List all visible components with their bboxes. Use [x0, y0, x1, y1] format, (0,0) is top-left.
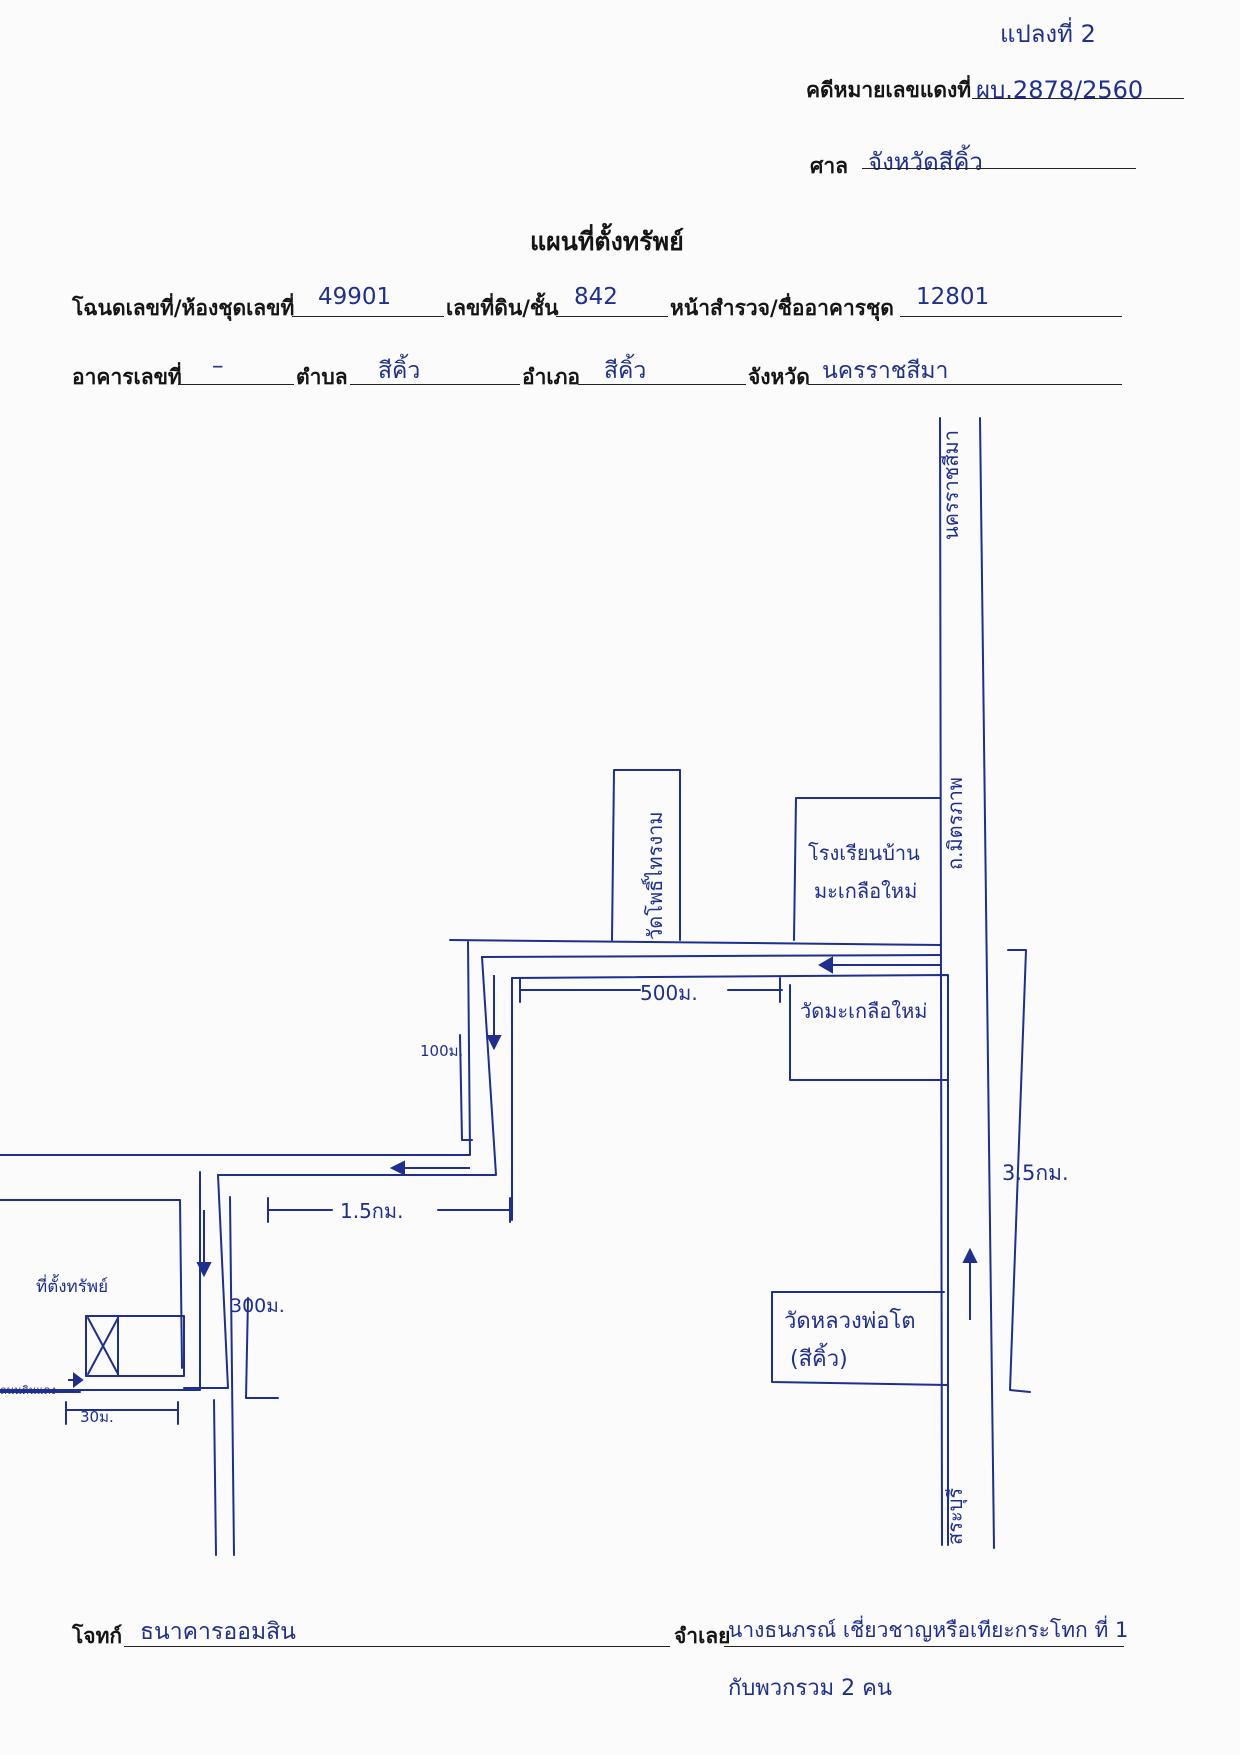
dim-300-label: 300ม. [230, 1295, 285, 1317]
defendant-label: จำเลย [674, 1623, 731, 1648]
temple-pho-to-box [771, 1291, 949, 1386]
road-bottom-label: สระบุรี [943, 1488, 968, 1545]
defendant-value: นางธนภรณ์ เชี่ยวชาญหรือเทียะกระโทก ที่ 1 [728, 1618, 1129, 1642]
south-road-far-edge [213, 1399, 217, 1556]
case-value: ผบ.2878/2560 [976, 76, 1144, 104]
survey-value: 12801 [916, 284, 990, 310]
highway-east-edge [979, 417, 995, 1549]
case-underline [972, 98, 1184, 99]
arrow-property [68, 1372, 84, 1388]
land-no-label: เลขที่ดิน/ชั้น [446, 295, 559, 320]
plaintiff-label: โจทก์ [72, 1623, 123, 1648]
dim-500-label: 500ม. [640, 981, 698, 1005]
dim-30-label: 30ม. [80, 1408, 114, 1426]
province-label: จังหวัด [748, 364, 810, 389]
road-top-label: นครราชสีมา [939, 430, 963, 540]
dim-100-line [459, 1034, 473, 1141]
deed-value: 49901 [318, 284, 392, 310]
land-no-value: 842 [574, 284, 618, 310]
south-road-inner-edge [183, 1174, 229, 1389]
dim-1-5-line [267, 1197, 511, 1223]
temple-phothi-label: วัดโพธิ์ไทรงาม [640, 811, 667, 940]
dim-300-line [245, 1297, 279, 1399]
district-label: อำเภอ [522, 364, 581, 389]
north-road-bottom-edge [481, 954, 942, 958]
district-underline [578, 384, 746, 385]
property-parcel [85, 1315, 185, 1377]
school-box [793, 797, 941, 941]
south-road-west-edge [0, 1171, 201, 1391]
west-road-south-edge [0, 1199, 183, 1369]
subdistrict-underline [350, 384, 520, 385]
dim-3-5-line [1007, 949, 1031, 1393]
court-value: จังหวัดสีคิ้ว [868, 148, 983, 176]
arrow-west [389, 1160, 470, 1176]
side-road-label: ถนนดินแดง [0, 1384, 56, 1397]
dim-30-line [65, 1401, 179, 1425]
plaintiff-underline [124, 1646, 670, 1647]
arrow-vertical-down [486, 975, 502, 1051]
deed-label: โฉนดเลขที่/ห้องชุดเลขที่ [72, 295, 295, 320]
building-underline [178, 384, 294, 385]
dim-100-label: 100ม. [420, 1042, 463, 1060]
arrow-highway-north [962, 1247, 978, 1320]
district-value: สีคิ้ว [604, 358, 647, 384]
property-marker [85, 1315, 119, 1377]
subdistrict-label: ตำบล [296, 364, 348, 389]
highway-west-edge [939, 417, 943, 1546]
south-road-east-edge [229, 1196, 235, 1556]
north-road-top-edge [449, 939, 942, 946]
case-label: คดีหมายเลขแดงที่ [806, 77, 972, 102]
dim-3-5-label: 3.5กม. [1002, 1161, 1069, 1185]
deed-underline [292, 316, 444, 317]
survey-underline [900, 316, 1122, 317]
arrow-south [196, 1210, 212, 1278]
defendant-underline [724, 1646, 1124, 1647]
province-value: นครราชสีมา [822, 358, 949, 384]
temple-makluea-label: วัดมะเกลือใหม่ [800, 999, 928, 1023]
school-label-line2: มะเกลือใหม่ [814, 879, 917, 903]
arrow-north-road [818, 956, 940, 974]
road-highway-label: ถ.มิตรภาพ [943, 777, 967, 870]
province-underline [808, 384, 1122, 385]
document-title: แผนที่ตั้งทรัพย์ [530, 227, 684, 256]
temple-phothi-box [611, 769, 681, 941]
building-label: อาคารเลขที่ [72, 364, 182, 389]
school-label-line1: โรงเรียนบ้าน [808, 841, 920, 865]
court-underline [862, 168, 1136, 169]
vertical-road-west-edge [0, 941, 471, 1156]
temple-pho-to-label-1: วัดหลวงพ่อโต [784, 1308, 916, 1334]
building-value: – [212, 353, 224, 379]
inner-road-edge [511, 974, 949, 1546]
dim-500-line [519, 977, 783, 1003]
temple-pho-to-label-2: (สีคิ้ว) [790, 1343, 848, 1372]
temple-makluea-box [789, 984, 949, 1081]
vertical-road-east-edge [217, 956, 497, 1176]
dim-1-5-label: 1.5กม. [340, 1199, 403, 1223]
plaintiff-value: ธนาคารออมสิน [140, 1619, 296, 1645]
property-label: ที่ตั้งทรัพย์ [36, 1274, 108, 1297]
land-no-underline [556, 316, 668, 317]
subdistrict-value: สีคิ้ว [378, 358, 421, 384]
survey-label: หน้าสำรวจ/ชื่ออาคารชุด [670, 295, 894, 320]
sheet-note: แปลงที่ 2 [1000, 20, 1096, 48]
defendant-value-2: กับพวกรวม 2 คน [728, 1676, 892, 1701]
court-label: ศาล [810, 153, 848, 178]
